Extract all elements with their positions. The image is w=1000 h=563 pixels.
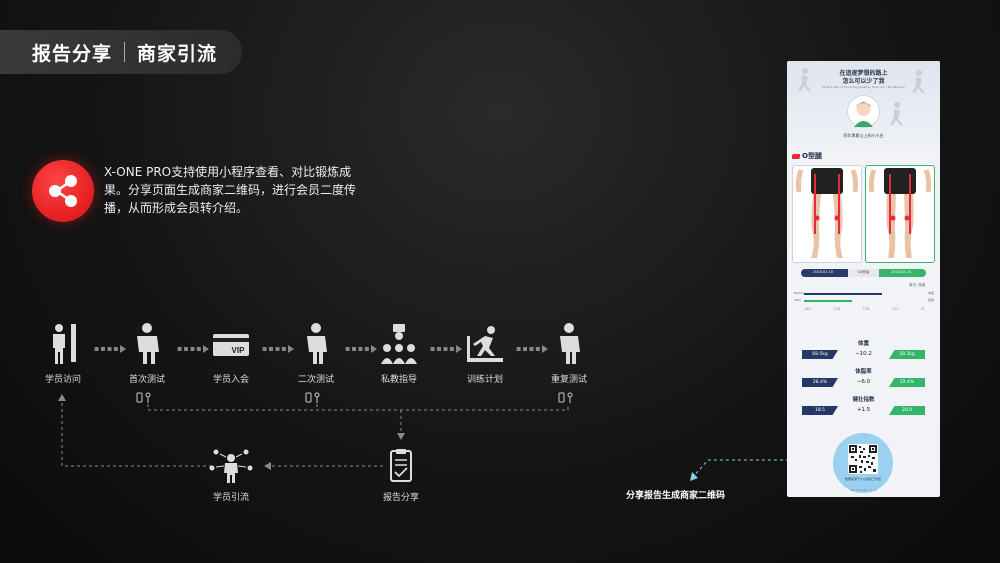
phone-icon bbox=[136, 392, 151, 403]
report-footer-date: 2018.03.20 10:30 bbox=[850, 488, 877, 492]
title-right: 商家引流 bbox=[137, 42, 218, 65]
report-headline-1: 在追逐梦想的路上 bbox=[839, 70, 888, 77]
phone-icon bbox=[558, 392, 573, 403]
unit-label: 单位: 角度 bbox=[909, 283, 926, 287]
report-headline-sub: On the Way of Pursuing Dreams, How Can I… bbox=[822, 85, 905, 89]
leg-photo-after bbox=[865, 165, 935, 263]
person-icon bbox=[560, 323, 580, 364]
after-date-pill: 2018.02.20 bbox=[879, 269, 926, 277]
avatar bbox=[847, 95, 880, 128]
chart-row-label: After bbox=[794, 298, 802, 302]
before-date-pill: 2018.02.10 bbox=[801, 269, 848, 277]
report-headline-2: 怎么可以少了我 bbox=[842, 78, 885, 85]
report-header: 在追逐梦想的路上 怎么可以少了我 On the Way of Pursuing … bbox=[787, 61, 940, 147]
chart-row-level: 中度 bbox=[927, 291, 934, 295]
qr-source-text: 数据来源于小小健身工作室 bbox=[844, 477, 881, 481]
flow-arrow: ▪▪▪▪ bbox=[516, 344, 548, 353]
metric-row-bodyfat: 28.4% −6.0 22.4% bbox=[802, 378, 925, 387]
treadmill-icon bbox=[467, 326, 503, 362]
metric-row-weight: 68.5kg −10.2 58.3kg bbox=[802, 350, 925, 359]
title-separator bbox=[124, 42, 126, 62]
leg-photo-before bbox=[792, 165, 862, 263]
flow-arrow: ▪▪▪▪ bbox=[262, 344, 294, 353]
user-name: 阿尔卑斯山上的小小白 bbox=[843, 133, 884, 138]
flow-step-join: VIP 学员入会 bbox=[196, 322, 266, 385]
flow-step-report-share: 报告分享 bbox=[366, 448, 436, 503]
feature-description: X-ONE PRO支持使用小程序查看、对比锻炼成果。分享页面生成商家二维码，进行… bbox=[104, 165, 357, 215]
flow-step-referral: 学员引流 bbox=[196, 448, 266, 503]
after-bar bbox=[804, 300, 852, 302]
visitor-icon bbox=[53, 324, 76, 364]
interval-label: 10天后 bbox=[857, 270, 870, 274]
flow-arrow: ▪▪▪▪ bbox=[177, 344, 209, 353]
person-icon bbox=[137, 323, 159, 364]
coach-group-icon bbox=[381, 324, 417, 364]
flow-step-visit: 学员访问 bbox=[28, 322, 98, 385]
flow-step-first-test: 首次测试 bbox=[112, 322, 182, 385]
clipboard-icon bbox=[390, 449, 412, 482]
share-icon bbox=[32, 160, 94, 222]
runner-silhouettes bbox=[798, 68, 925, 125]
tag-mark bbox=[792, 153, 800, 159]
vip-card-icon: VIP bbox=[213, 334, 249, 356]
qr-code-area[interactable]: 数据来源于小小健身工作室 bbox=[833, 433, 893, 493]
metric-title: 体重 bbox=[857, 341, 869, 347]
person-icon bbox=[307, 323, 327, 364]
before-bar bbox=[804, 293, 882, 295]
flow-step-second-test: 二次测试 bbox=[281, 322, 351, 385]
metric-title: 体脂率 bbox=[855, 369, 872, 375]
metric-title: 健壮指数 bbox=[852, 397, 875, 403]
chart-row-label: Before bbox=[794, 291, 804, 295]
report-preview: 在追逐梦想的路上 怎么可以少了我 On the Way of Pursuing … bbox=[787, 61, 940, 497]
date-comparison-bar: 2018.02.10 10天后 2018.02.20 bbox=[801, 269, 926, 277]
vip-text: VIP bbox=[232, 346, 246, 355]
flow-arrow: ▪▪▪▪ bbox=[430, 344, 462, 353]
qr-code[interactable] bbox=[848, 444, 878, 474]
flow-arrow: ▪▪▪▪ bbox=[94, 344, 126, 353]
flow-step-repeat-test: 重复测试 bbox=[534, 322, 604, 385]
diagnosis-tag: O型腿 bbox=[792, 151, 822, 161]
title-left: 报告分享 bbox=[32, 42, 113, 65]
page-title: 报告分享 商家引流 bbox=[0, 30, 242, 74]
metric-row-fitness-index: 18.5 +1.5 20.0 bbox=[802, 406, 925, 415]
flow-step-training-plan: 训练计划 bbox=[450, 322, 520, 385]
flow-step-coaching: 私教指导 bbox=[364, 322, 434, 385]
referral-icon bbox=[209, 449, 253, 483]
phone-icon bbox=[305, 392, 320, 403]
chart-row-level: 轻微 bbox=[927, 298, 934, 302]
qr-caption: 分享报告生成商家二维码 bbox=[626, 491, 726, 501]
flow-arrow: ▪▪▪▪ bbox=[345, 344, 377, 353]
